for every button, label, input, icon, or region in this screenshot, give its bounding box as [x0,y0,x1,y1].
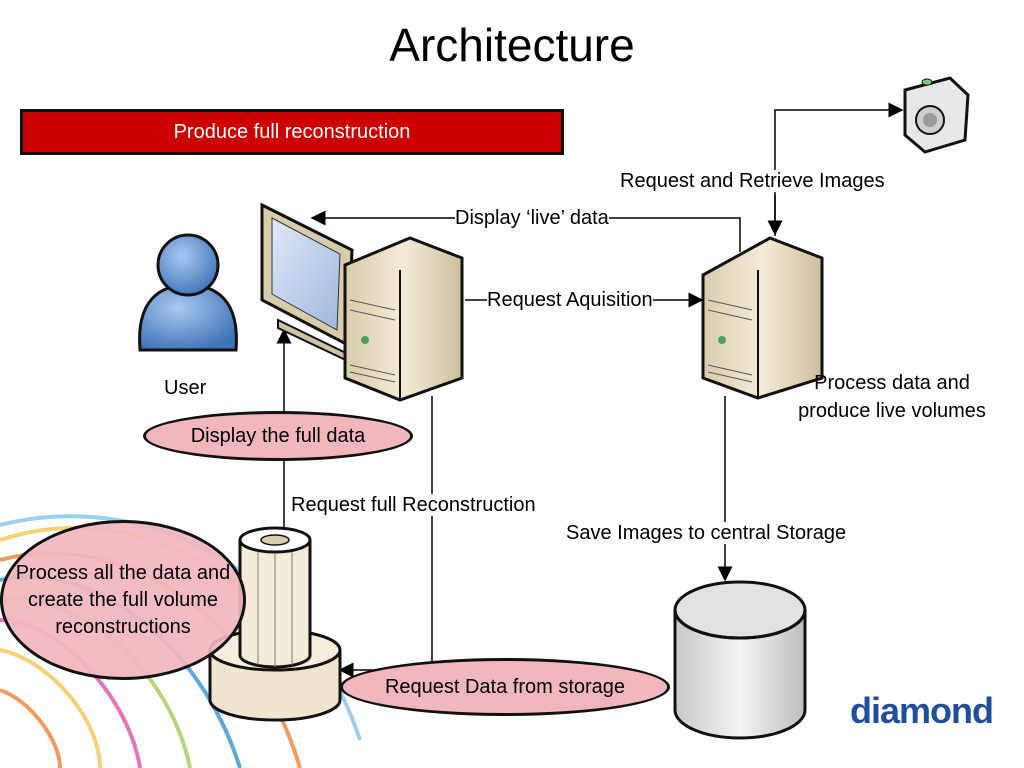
diamond-logo: diamond [850,690,994,731]
banner-produce-full-reconstruction: Produce full reconstruction [20,109,564,155]
label-process-live: Process data and produce live volumes [782,372,1002,422]
label-request-data-storage: Request Data from storage [384,675,626,698]
label-process-live-line2: produce live volumes [798,400,986,422]
label-process-all: Process all the data and create the full… [15,561,231,638]
workstation-icon [260,202,464,402]
page-title: Architecture [389,19,635,71]
label-user: User [164,377,207,399]
cluster-icon [208,526,342,722]
label-display-full-data: Display the full data [190,424,366,447]
label-request-acquisition: Request Aquisition [487,289,653,311]
label-process-live-line1: Process data and [814,372,970,394]
storage-icon [673,580,807,740]
oval-display-full-data: Display the full data [143,411,413,461]
server-icon [701,236,824,400]
oval-request-data-storage: Request Data from storage [340,658,670,716]
label-save-images: Save Images to central Storage [566,522,847,544]
oval-process-all: Process all the data and create the full… [0,520,246,680]
user-icon [138,233,238,352]
camera-icon [903,76,970,154]
label-display-live-data: Display ‘live’ data [455,207,609,229]
label-request-full-reconstruction: Request full Reconstruction [291,494,536,516]
label-request-retrieve-images: Request and Retrieve Images [620,170,885,192]
